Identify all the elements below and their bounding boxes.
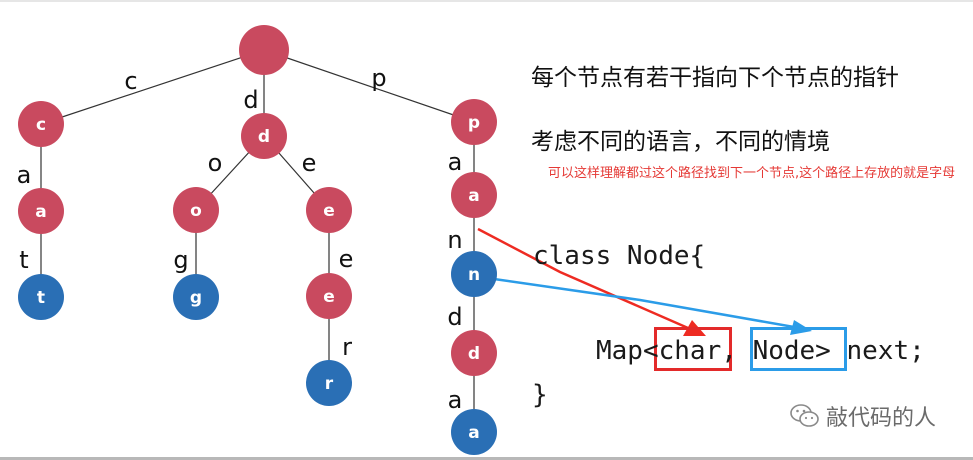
trie-node-deer: r [306,360,352,406]
code-map-suffix: next; [846,336,925,366]
node-label-c: c [36,115,46,135]
node-label-pand: d [468,344,480,364]
code-line-class: class Node{ [533,241,706,271]
trie-node-panda: a [451,409,497,455]
watermark: 敲代码的人 [790,400,936,432]
node-label-do: o [190,201,202,221]
edge-label-de: e [302,149,317,177]
watermark-text: 敲代码的人 [826,406,937,431]
edge-label-do: o [208,149,223,177]
trie-node-dog: g [173,274,219,320]
edge-label-dee: e [339,245,354,273]
trie-node-de: e [306,187,352,233]
wechat-icon [790,404,819,427]
edge-root-c [40,49,265,125]
edge-label-dog: g [173,246,188,274]
code-map-char: char, [658,336,737,366]
trie-node-dee: e [306,273,352,319]
code-line-map: Map<char, Node> next; [596,336,925,366]
trie-node-ca: a [18,188,64,234]
char-highlight-box [654,327,732,371]
node-label-p: p [468,113,480,133]
node-label-cat: t [37,288,45,308]
node-label-ca: a [35,202,46,222]
trie-node-pand: d [451,330,497,376]
node-highlight-box [750,327,847,371]
edge-label-pan: n [447,226,462,254]
edge-label-cat: t [19,246,28,274]
edge-label-pa: a [448,148,463,176]
trie-node-do: o [173,187,219,233]
code-map-node: Node> [752,336,831,366]
code-line-close: } [532,380,548,410]
top-rule [0,0,973,2]
node-label-d: d [258,127,270,147]
trie-node-c: c [18,101,64,147]
heading-languages: 考虑不同的语言，不同的情境 [531,129,830,155]
bottom-rule [0,457,973,460]
trie-node-p: p [451,99,497,145]
code-map-prefix: Map< [596,336,659,366]
node-label-dog: g [190,288,202,308]
trie-node-d: d [241,113,287,159]
node-label-pa: a [468,186,479,206]
node-label-dee: e [323,287,335,307]
annotation-note: 可以这样理解都过这个路径找到下一个节点,这个路径上存放的就是字母 [548,166,956,181]
edge-label-p: p [371,64,386,92]
trie-node-cat: t [18,274,64,320]
edge-root-p [263,49,475,123]
edge-label-deer: r [342,333,352,361]
trie-node-pa: a [451,172,497,218]
node-label-de: e [323,201,335,221]
edge-label-pand: d [447,303,462,331]
edge-label-ca: a [17,161,32,189]
node-label-panda: a [468,423,479,443]
node-label-pan: n [468,265,480,285]
edge-label-d: d [243,86,258,114]
red-pointer-arrow-line [477,227,689,330]
trie-node-root [239,25,289,75]
trie-node-pan: n [451,251,497,297]
edge-label-panda: a [448,386,463,414]
blue-pointer-arrow-line [493,277,795,329]
heading-pointers: 每个节点有若干指向下个节点的指针 [531,65,899,91]
edge-label-c: c [124,67,137,95]
node-label-deer: r [325,374,334,394]
